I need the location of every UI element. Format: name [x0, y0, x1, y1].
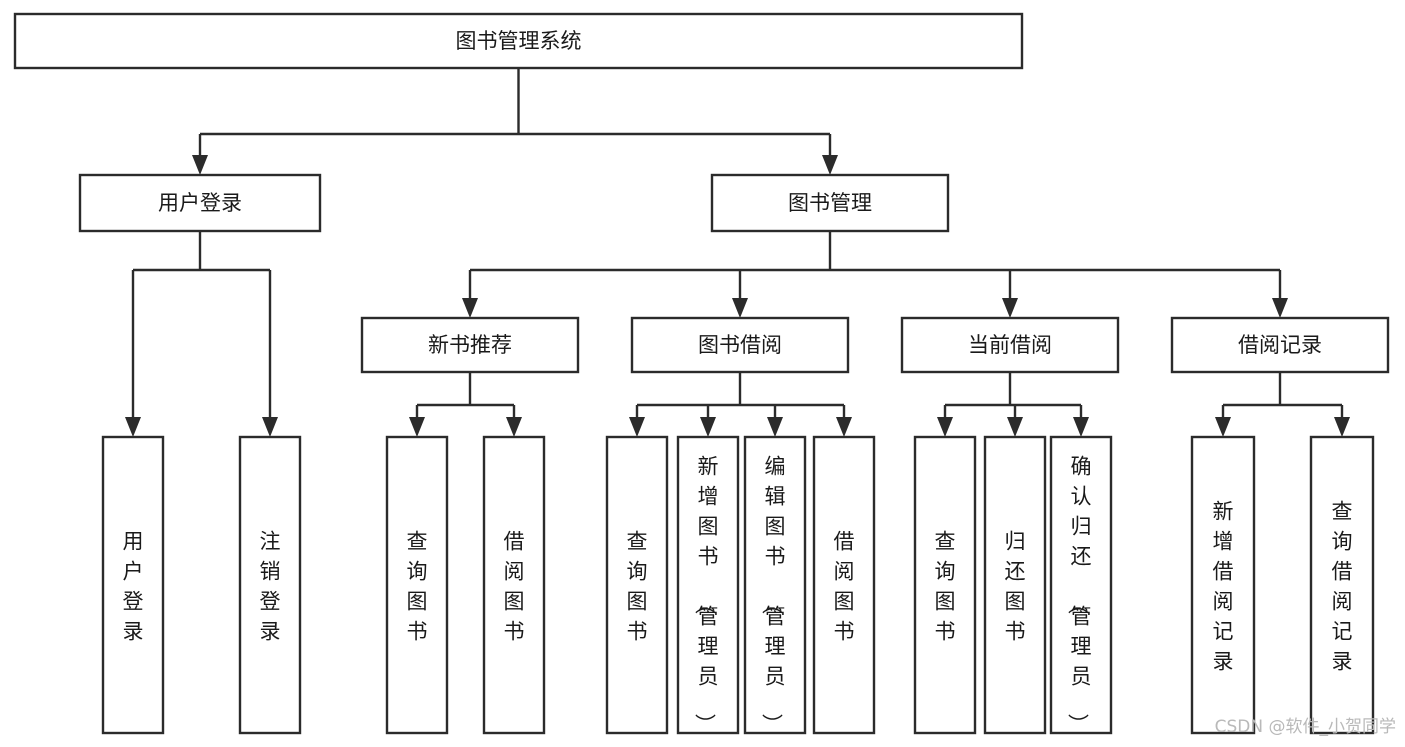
node-label-leaf-newbook-query: 查询图书 [407, 529, 428, 643]
node-layer: 图书管理系统用户登录图书管理新书推荐图书借阅当前借阅借阅记录用户登录注销登录查询… [13, 12, 1390, 735]
connector-arrowhead [1073, 417, 1089, 437]
node-leaf-current-confirm[interactable]: 确认归还（管理员） [1049, 435, 1113, 735]
connector-arrowhead [1215, 417, 1231, 437]
connector-arrowhead [836, 417, 852, 437]
node-records[interactable]: 借阅记录 [1170, 316, 1390, 374]
node-label-leaf-borrow-query: 查询图书 [627, 529, 648, 643]
node-box-leaf-user-login [101, 435, 165, 735]
node-box-login [78, 173, 322, 233]
node-leaf-user-login[interactable]: 用户登录 [101, 435, 165, 735]
node-box-leaf-records-query [1309, 435, 1375, 735]
node-leaf-borrow-lend[interactable]: 借阅图书 [812, 435, 876, 735]
node-label-leaf-current-query: 查询图书 [935, 529, 956, 643]
node-box-leaf-borrow-add [676, 435, 740, 735]
connector-arrowhead [409, 417, 425, 437]
connector-arrowhead [192, 155, 208, 175]
node-box-leaf-current-query [913, 435, 977, 735]
node-label-root: 图书管理系统 [456, 29, 582, 53]
connector-arrowhead [700, 417, 716, 437]
node-login[interactable]: 用户登录 [78, 173, 322, 233]
node-label-leaf-borrow-edit: 编辑图书（管理员） [760, 454, 786, 734]
node-label-login: 用户登录 [158, 191, 242, 215]
node-leaf-borrow-query[interactable]: 查询图书 [605, 435, 669, 735]
node-box-leaf-borrow-lend [812, 435, 876, 735]
connector-layer [125, 68, 1350, 437]
connector-arrowhead [822, 155, 838, 175]
node-leaf-current-return[interactable]: 归还图书 [983, 435, 1047, 735]
node-label-leaf-borrow-lend: 借阅图书 [834, 529, 855, 643]
connector-arrowhead [1272, 298, 1288, 318]
connector-arrowhead [629, 417, 645, 437]
node-box-leaf-borrow-query [605, 435, 669, 735]
connector-arrowhead [262, 417, 278, 437]
connector-arrowhead [1002, 298, 1018, 318]
node-label-leaf-user-login: 用户登录 [123, 529, 144, 643]
node-box-current [900, 316, 1120, 374]
node-leaf-newbook-borrow[interactable]: 借阅图书 [482, 435, 546, 735]
node-leaf-records-query[interactable]: 查询借阅记录 [1309, 435, 1375, 735]
node-box-leaf-borrow-edit [743, 435, 807, 735]
node-box-leaf-user-logout [238, 435, 302, 735]
node-label-borrow: 图书借阅 [698, 333, 782, 357]
node-box-root [13, 12, 1024, 70]
node-leaf-current-query[interactable]: 查询图书 [913, 435, 977, 735]
node-label-leaf-current-return: 归还图书 [1005, 529, 1026, 643]
node-label-leaf-user-logout: 注销登录 [260, 529, 281, 643]
node-label-leaf-current-confirm: 确认归还（管理员） [1066, 454, 1092, 734]
node-current[interactable]: 当前借阅 [900, 316, 1120, 374]
csdn-watermark: CSDN @软件_小贺同学 [1215, 717, 1396, 737]
node-label-bookmgmt: 图书管理 [788, 191, 872, 215]
node-borrow[interactable]: 图书借阅 [630, 316, 850, 374]
connector-arrowhead [1334, 417, 1350, 437]
connector-arrowhead [506, 417, 522, 437]
node-box-leaf-current-return [983, 435, 1047, 735]
connector-arrowhead [125, 417, 141, 437]
connector-arrowhead [462, 298, 478, 318]
node-bookmgmt[interactable]: 图书管理 [710, 173, 950, 233]
node-label-leaf-newbook-borrow: 借阅图书 [504, 529, 525, 643]
node-box-leaf-newbook-query [385, 435, 449, 735]
node-leaf-newbook-query[interactable]: 查询图书 [385, 435, 449, 735]
node-label-leaf-records-query: 查询借阅记录 [1332, 499, 1353, 673]
node-box-leaf-records-add [1190, 435, 1256, 735]
connector-arrowhead [732, 298, 748, 318]
node-leaf-borrow-add[interactable]: 新增图书（管理员） [676, 435, 740, 735]
node-label-current: 当前借阅 [968, 333, 1052, 357]
node-box-leaf-newbook-borrow [482, 435, 546, 735]
node-label-newbook: 新书推荐 [428, 333, 512, 357]
node-box-records [1170, 316, 1390, 374]
node-label-leaf-records-add: 新增借阅记录 [1213, 499, 1234, 673]
node-leaf-user-logout[interactable]: 注销登录 [238, 435, 302, 735]
node-root[interactable]: 图书管理系统 [13, 12, 1024, 70]
node-box-leaf-current-confirm [1049, 435, 1113, 735]
node-box-borrow [630, 316, 850, 374]
connector-arrowhead [767, 417, 783, 437]
node-newbook[interactable]: 新书推荐 [360, 316, 580, 374]
node-label-leaf-borrow-add: 新增图书（管理员） [693, 454, 719, 734]
node-leaf-records-add[interactable]: 新增借阅记录 [1190, 435, 1256, 735]
node-box-bookmgmt [710, 173, 950, 233]
node-label-records: 借阅记录 [1238, 333, 1322, 357]
connector-arrowhead [1007, 417, 1023, 437]
node-leaf-borrow-edit[interactable]: 编辑图书（管理员） [743, 435, 807, 735]
node-box-newbook [360, 316, 580, 374]
connector-arrowhead [937, 417, 953, 437]
